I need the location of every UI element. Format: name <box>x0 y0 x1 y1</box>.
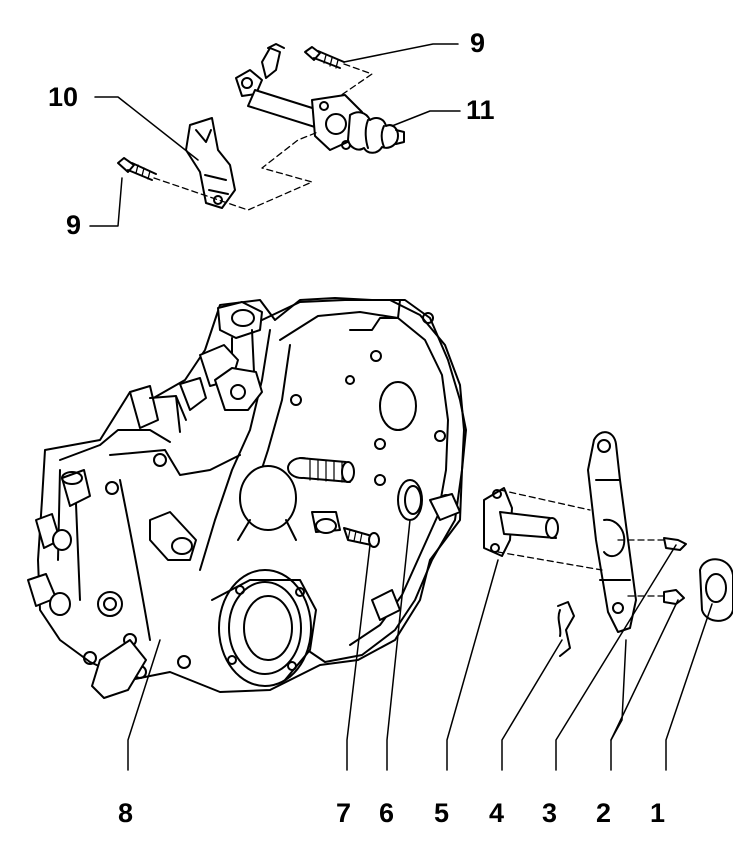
guide-stud <box>343 527 380 548</box>
callout-4: 4 <box>489 798 505 828</box>
guide-sleeve <box>483 487 559 557</box>
callout-10: 10 <box>48 82 79 112</box>
callout-9-top: 9 <box>470 28 486 58</box>
bolt-left <box>117 157 157 181</box>
callout-9-left: 9 <box>66 210 82 240</box>
callout-2: 2 <box>596 798 612 828</box>
callout-11: 11 <box>466 95 495 125</box>
gearbox-housing <box>27 297 467 699</box>
callout-3: 3 <box>542 798 558 828</box>
oil-seal <box>397 479 423 521</box>
bolt-top <box>304 46 345 69</box>
release-lever <box>587 431 637 633</box>
callout-6: 6 <box>379 798 395 828</box>
release-bearing <box>699 558 733 622</box>
callout-7: 7 <box>336 798 352 828</box>
small-bolts <box>663 537 687 605</box>
callout-8: 8 <box>118 798 134 828</box>
callout-1: 1 <box>650 798 666 828</box>
release-lever-bracket <box>185 117 236 209</box>
retaining-spring <box>557 601 575 657</box>
callout-5: 5 <box>434 798 450 828</box>
slave-cylinder <box>235 43 405 154</box>
